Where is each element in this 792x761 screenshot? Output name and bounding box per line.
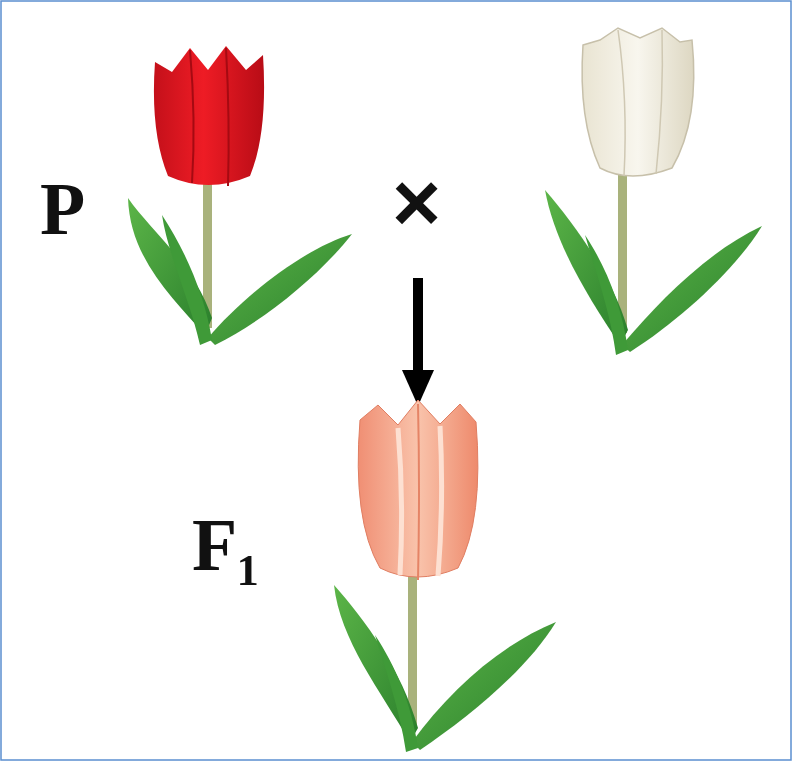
white-tulip bbox=[545, 28, 762, 355]
generation-label: P bbox=[40, 172, 85, 246]
pink-tulip bbox=[334, 400, 556, 752]
generation-label: F₁ bbox=[192, 508, 259, 582]
cross-arrow bbox=[402, 278, 434, 406]
red-tulip bbox=[128, 46, 352, 345]
cross-symbol: × bbox=[392, 160, 441, 244]
